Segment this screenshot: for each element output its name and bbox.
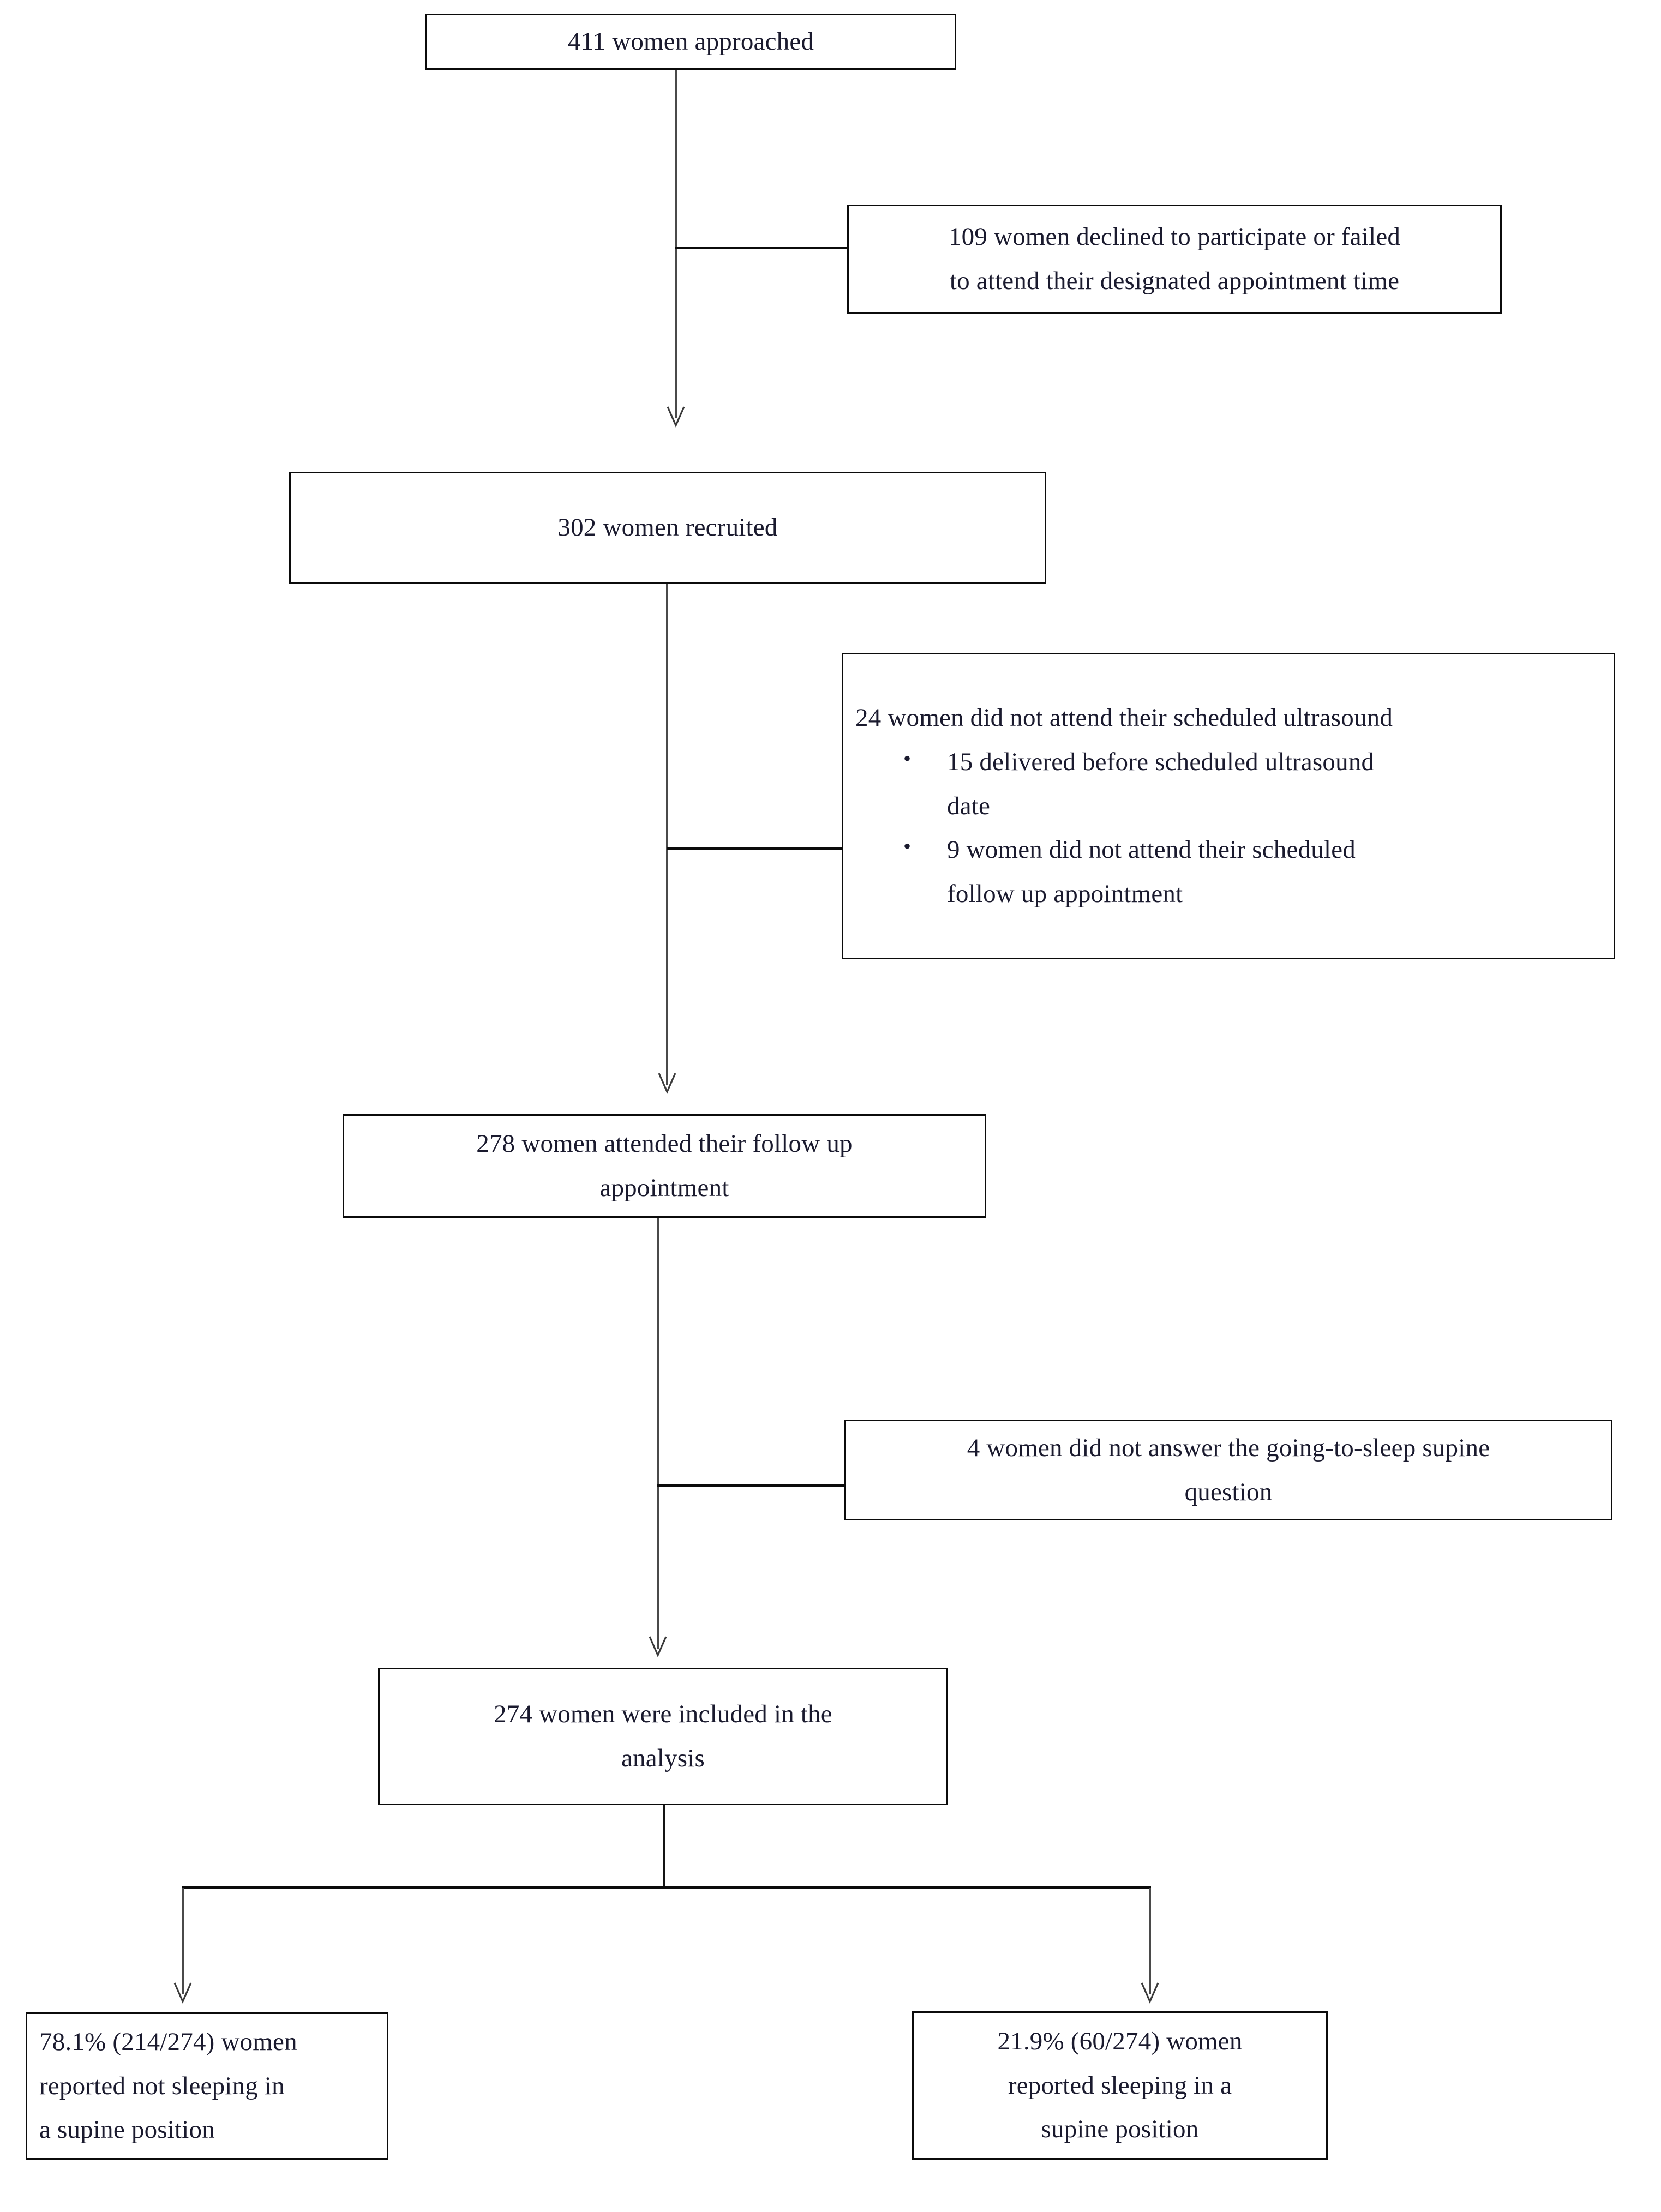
connector-split-left-drop	[182, 1888, 184, 1994]
node-109-line2: to attend their designated appointment t…	[949, 267, 1400, 295]
node-411-label: 411 women approached	[567, 27, 814, 56]
node-24-bullet-1-line2: date	[947, 791, 991, 820]
node-24-women-no-ultrasound[interactable]: 24 women did not attend their scheduled …	[842, 653, 1615, 959]
node-24-bullet-1-line1: 15 delivered before scheduled ultrasound	[947, 747, 1375, 776]
node-4-line2: question	[1184, 1477, 1273, 1506]
node-302-women-recruited[interactable]: 302 women recruited	[289, 472, 1046, 584]
connector-split-right-drop	[1149, 1888, 1151, 1994]
node-278-line2: appointment	[599, 1174, 729, 1202]
bullet-point-icon: •	[903, 834, 912, 859]
connector-split-bar	[182, 1886, 1151, 1889]
node-109-women-declined[interactable]: 109 women declined to participate or fai…	[847, 205, 1502, 314]
arrowhead-down-to-not-supine	[172, 1980, 193, 2005]
connector-attended-to-included	[657, 1218, 659, 1649]
node-24-bullet-list: • 15 delivered before scheduled ultrasou…	[843, 740, 1614, 916]
node-outcome-supine[interactable]: 21.9% (60/274) women reported sleeping i…	[912, 2011, 1328, 2160]
node-outcome-not-supine[interactable]: 78.1% (214/274) women reported not sleep…	[26, 2012, 388, 2160]
node-24-heading: 24 women did not attend their scheduled …	[855, 703, 1393, 732]
node-outcome-supine-line2: reported sleeping in a	[1008, 2071, 1232, 2100]
node-278-line1: 278 women attended their follow up	[476, 1129, 853, 1158]
bullet-point-icon: •	[903, 746, 912, 771]
node-411-women-approached[interactable]: 411 women approached	[425, 14, 956, 70]
connector-included-split-stem	[663, 1805, 665, 1888]
arrowhead-down-to-attended	[657, 1070, 677, 1095]
node-outcome-not-supine-line2: reported not sleeping in	[39, 2071, 285, 2100]
connector-approached-to-recruited	[675, 70, 677, 418]
node-274-line2: analysis	[621, 1744, 705, 1772]
node-outcome-not-supine-line3: a supine position	[39, 2115, 215, 2144]
arrowhead-down-to-included	[647, 1633, 668, 1658]
node-4-women-no-answer[interactable]: 4 women did not answer the going-to-slee…	[844, 1420, 1612, 1520]
node-274-line1: 274 women were included in the	[494, 1700, 832, 1729]
node-24-bullet-2-line2: follow up appointment	[947, 880, 1183, 909]
node-302-label: 302 women recruited	[557, 513, 778, 542]
node-outcome-supine-line3: supine position	[1041, 2115, 1199, 2144]
node-4-line1: 4 women did not answer the going-to-slee…	[967, 1433, 1490, 1462]
connector-branch-to-no-answer	[657, 1484, 846, 1487]
node-outcome-not-supine-line1: 78.1% (214/274) women	[39, 2027, 297, 2056]
node-24-bullet-2-line1: 9 women did not attend their scheduled	[947, 835, 1356, 864]
arrowhead-down-to-recruited	[665, 404, 686, 429]
connector-recruited-to-attended	[666, 584, 668, 1085]
node-24-bullet-1: • 15 delivered before scheduled ultrasou…	[843, 740, 1603, 828]
connector-branch-to-no-ultrasound	[667, 847, 844, 850]
node-278-women-attended[interactable]: 278 women attended their follow up appoi…	[343, 1114, 986, 1218]
node-outcome-supine-line1: 21.9% (60/274) women	[997, 2027, 1243, 2055]
node-109-line1: 109 women declined to participate or fai…	[948, 223, 1401, 251]
connector-branch-to-declined	[675, 247, 849, 249]
node-274-women-included[interactable]: 274 women were included in the analysis	[378, 1668, 948, 1805]
arrowhead-down-to-supine	[1140, 1980, 1160, 2005]
node-24-bullet-2: • 9 women did not attend their scheduled…	[843, 828, 1603, 916]
